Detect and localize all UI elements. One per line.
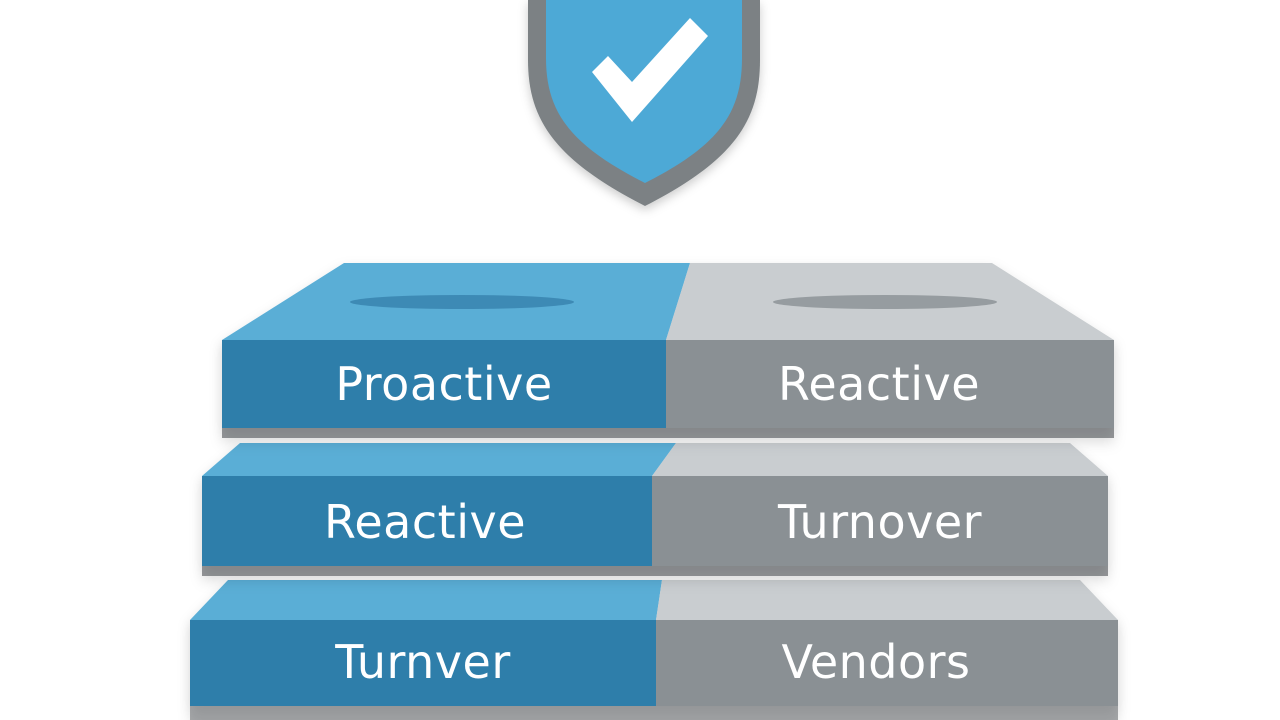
layer-2-left-label: Reactive — [324, 495, 526, 549]
layer-3-bottom-edge — [190, 706, 1118, 720]
layer-1-right-label: Reactive — [778, 357, 980, 411]
layer-3-top-left — [190, 580, 662, 620]
layer-2: Reactive Turnover — [202, 443, 1108, 576]
layer-2-top-left — [202, 443, 676, 476]
layer-3: Turnver Vendors — [190, 580, 1118, 720]
shield-check-icon — [528, 0, 760, 206]
layer-1-right-recess — [773, 295, 997, 309]
layer-2-front-left — [202, 476, 652, 566]
layer-1: Proactive Reactive — [222, 263, 1114, 438]
check-mark-icon — [592, 18, 708, 122]
layer-2-front-right — [652, 476, 1108, 566]
layer-3-top-right — [656, 580, 1118, 620]
layer-2-top-right — [652, 443, 1108, 476]
layer-3-right-label: Vendors — [781, 635, 970, 689]
layer-3-front-left — [190, 620, 656, 706]
layer-1-front-right — [666, 340, 1114, 428]
layer-3-front-right — [656, 620, 1118, 706]
layer-2-right-label: Turnover — [777, 495, 982, 549]
layer-1-left-recess — [350, 295, 574, 309]
layer-1-front-left — [222, 340, 666, 428]
layer-1-left-label: Proactive — [335, 357, 552, 411]
layer-2-bottom-edge — [202, 566, 1108, 576]
layer-1-bottom-edge — [222, 428, 1114, 438]
layer-3-left-label: Turnver — [334, 635, 510, 689]
